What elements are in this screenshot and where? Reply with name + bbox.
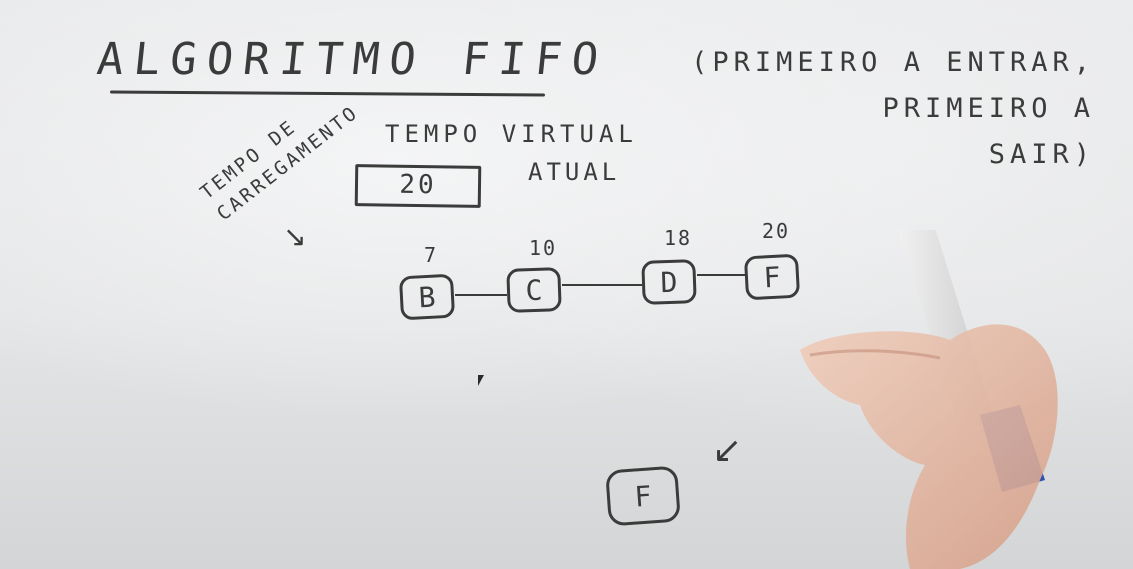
virtual-time-box: 20 (354, 164, 482, 208)
atual-label: ATUAL (528, 158, 621, 186)
queue-time-b: 7 (423, 243, 439, 267)
incoming-page-node: F (605, 465, 681, 527)
queue-node-c: C (506, 267, 562, 313)
queue-time-d: 18 (663, 226, 693, 250)
load-time-label: TEMPO DE CARREGAMENTO (196, 101, 363, 226)
title: ALGORITMO FIFO (94, 34, 611, 85)
queue-link (562, 284, 642, 286)
hand-with-marker-icon (800, 230, 1058, 569)
queue-link (697, 274, 745, 276)
mouse-cursor-icon (478, 375, 484, 386)
queue-time-f: 20 (761, 219, 791, 243)
incoming-arrow-icon: ↙ (712, 430, 743, 471)
queue-time-c: 10 (528, 236, 558, 260)
queue-node-b: B (398, 273, 456, 321)
queue-link (455, 294, 507, 296)
queue-node-d: D (641, 259, 697, 305)
load-time-arrow-icon: ↘ (283, 220, 307, 253)
virtual-time-label: TEMPO VIRTUAL (385, 120, 638, 148)
virtual-time-value: 20 (399, 169, 437, 201)
subtitle: (PRIMEIRO A ENTRAR, PRIMEIRO A SAIR) (691, 47, 1095, 170)
